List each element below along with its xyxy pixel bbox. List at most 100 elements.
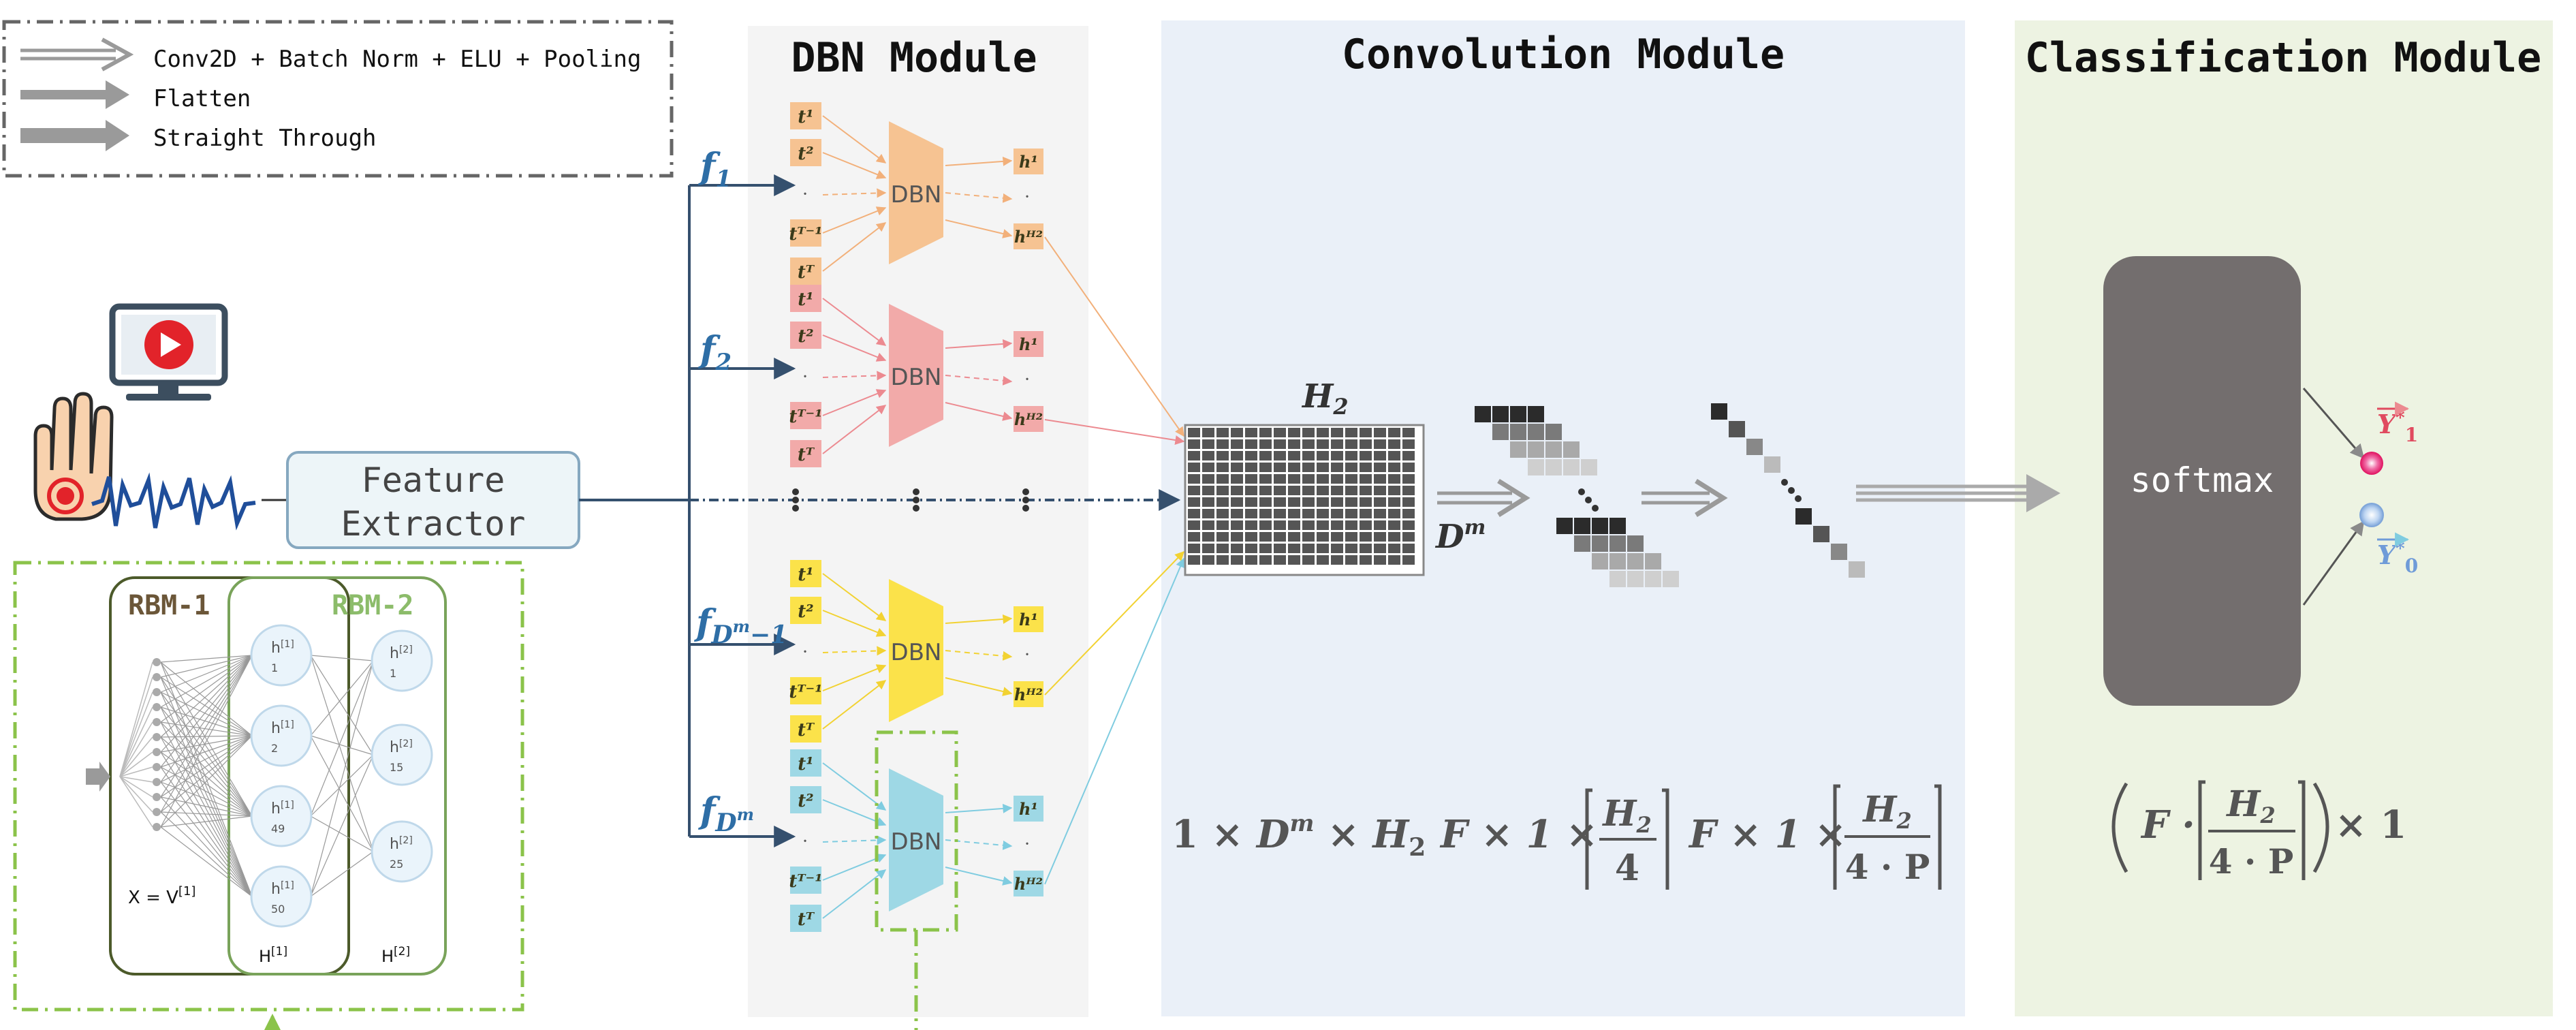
grid-label-dm: Dm xyxy=(1434,516,1486,556)
h1-node-index: 1 xyxy=(271,661,278,674)
grid-cell xyxy=(1216,474,1229,484)
formula-2-den: 4 xyxy=(1615,847,1639,889)
h-box xyxy=(1014,606,1043,632)
v-h1-edge xyxy=(160,691,253,817)
grid-cell xyxy=(1388,451,1400,461)
legend-label-straight: Straight Through xyxy=(153,125,377,152)
middle-ellipsis-dots xyxy=(792,488,1029,512)
t-box xyxy=(790,440,821,467)
grid-cell xyxy=(1188,474,1200,484)
visible-unit xyxy=(153,703,161,711)
v-h1-edge xyxy=(160,815,253,828)
grid-cell xyxy=(1288,439,1300,449)
dbn-block-label-4: DBN xyxy=(891,828,942,856)
h-label: h¹ xyxy=(1019,152,1038,172)
grid-cell xyxy=(1402,439,1415,449)
rbm-h1-label: H[1] xyxy=(259,945,287,966)
grid-cell xyxy=(1288,428,1300,437)
grid-cell xyxy=(1188,509,1200,518)
grid-cell xyxy=(1317,520,1329,530)
input-edge xyxy=(119,676,153,777)
grid-cell xyxy=(1402,520,1415,530)
output-label-y1: Y*1 xyxy=(2377,401,2418,446)
grid-cell xyxy=(1288,544,1300,553)
v-h1-edge xyxy=(160,735,253,753)
h-label: hᴴ² xyxy=(1014,227,1043,247)
grid-cell xyxy=(1259,463,1272,472)
grid-cell xyxy=(1202,463,1214,472)
formula-2-prefix: F × 1 × xyxy=(1439,812,1598,857)
paren-right xyxy=(2312,782,2329,873)
rbm-nodes: h[1]1h[1]2h[1]49h[1]50h[2]1h[2]15h[2]25 xyxy=(153,624,433,928)
grid-cell xyxy=(1374,532,1386,542)
h-label: hᴴ² xyxy=(1014,409,1043,429)
rbm-2-box xyxy=(227,576,447,976)
grid-cell xyxy=(1388,439,1400,449)
dbn-input-arrow xyxy=(822,610,887,637)
feature-map-cell xyxy=(1563,459,1580,475)
dbn-input-dashed-3 xyxy=(822,646,887,656)
grid-cell xyxy=(1345,544,1357,553)
grid-cell xyxy=(1202,544,1214,553)
h1-h2-edge xyxy=(310,655,374,755)
t-label: tᵀ⁻¹ xyxy=(789,682,822,702)
grid-cell xyxy=(1202,497,1214,507)
t-box xyxy=(790,285,821,312)
dbn-highlight-box xyxy=(875,730,958,932)
h1-node-label: h[1] xyxy=(271,719,294,737)
dbn-block-label-1: DBN xyxy=(891,181,942,208)
v-h1-edge xyxy=(160,655,253,693)
grid-cell xyxy=(1345,439,1357,449)
grid-cell xyxy=(1274,497,1286,507)
feature-map-cell xyxy=(1645,571,1661,587)
grid-cell xyxy=(1402,509,1415,518)
grid-cell xyxy=(1345,428,1357,437)
flatten-cell xyxy=(1746,439,1763,455)
dbn-input-arrow xyxy=(822,389,887,416)
grid-cell xyxy=(1288,520,1300,530)
grid-cell xyxy=(1317,497,1329,507)
dbn-input-arrow xyxy=(822,334,887,362)
dbn-block-1 xyxy=(889,121,943,264)
grid-cell xyxy=(1274,428,1286,437)
t-box xyxy=(790,905,821,932)
grid-cell xyxy=(1245,428,1257,437)
grid-cell xyxy=(1202,428,1214,437)
grid-cell xyxy=(1188,520,1200,530)
feature-map-cell xyxy=(1663,571,1679,587)
t-box xyxy=(790,677,821,704)
grid-cell xyxy=(1216,532,1229,542)
v-h1-edge xyxy=(160,721,253,736)
dbn-input-arrow xyxy=(822,115,887,163)
v-h1-edge xyxy=(160,676,253,817)
grid-cell xyxy=(1216,428,1229,437)
dbn-output-dashed xyxy=(945,192,1013,203)
feature-map-cell xyxy=(1592,553,1608,569)
grid-cell xyxy=(1360,463,1372,472)
grid-cell xyxy=(1374,451,1386,461)
grid-cell xyxy=(1402,463,1415,472)
v-h1-edge xyxy=(160,721,253,897)
dbn-output-arrow xyxy=(945,614,1013,624)
grid-cell xyxy=(1245,520,1257,530)
dbn-output-arrow xyxy=(945,219,1013,238)
dbn-to-grid-arrow-4 xyxy=(1044,557,1185,885)
rbm-1-label: RBM-1 xyxy=(128,590,210,621)
flatten-cell xyxy=(1849,561,1865,578)
t-box xyxy=(790,786,821,813)
hand-target-icon xyxy=(33,392,114,521)
t-ellipsis: · xyxy=(802,366,808,388)
grid-cell xyxy=(1245,451,1257,461)
grid-cell xyxy=(1231,497,1243,507)
grid-cell xyxy=(1360,428,1372,437)
h-box xyxy=(1014,331,1043,357)
grid-cell xyxy=(1331,428,1343,437)
grid-cell xyxy=(1202,474,1214,484)
grid-cell xyxy=(1259,451,1272,461)
grid-cell xyxy=(1274,463,1286,472)
v-h1-edge xyxy=(160,735,253,828)
v-h1-edge xyxy=(160,655,253,813)
v-h1-edge xyxy=(160,655,253,783)
input-edge xyxy=(119,691,153,777)
